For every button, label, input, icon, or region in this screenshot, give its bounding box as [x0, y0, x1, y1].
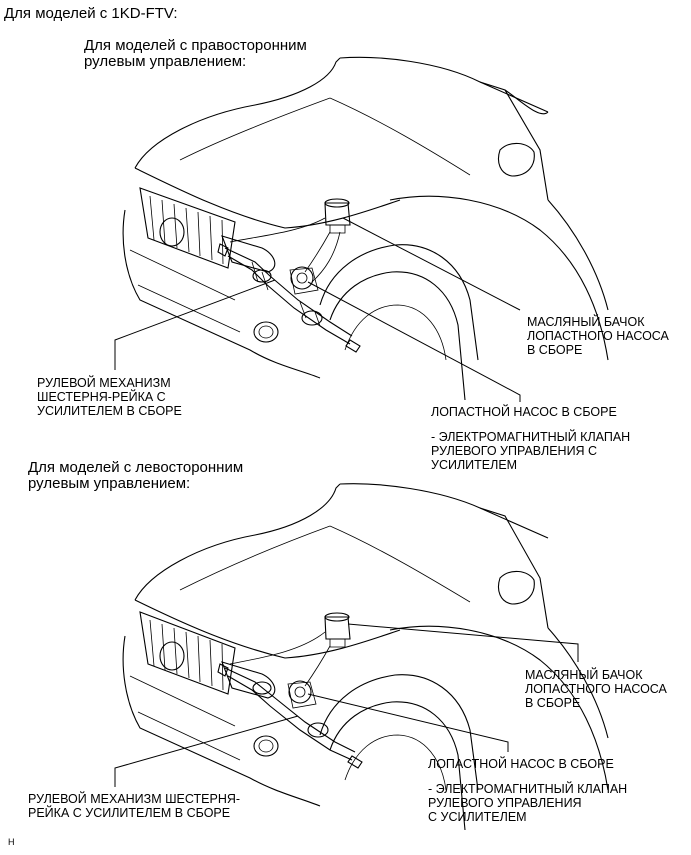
leader-pump-rhd: [307, 281, 521, 402]
leader-reservoir-rhd: [342, 217, 521, 311]
leader-steering-gear-lhd: [114, 715, 299, 787]
label-valve-lhd: - ЭЛЕКТРОМАГНИТНЫЙ КЛАПАН РУЛЕВОГО УПРАВ…: [428, 782, 628, 824]
label-steering-gear-rhd: РУЛЕВОЙ МЕХАНИЗМ ШЕСТЕРНЯ-РЕЙКА С УСИЛИТ…: [37, 376, 182, 418]
page-title: Для моделей с 1KD-FTV:: [4, 5, 178, 22]
leader-pump-lhd: [307, 693, 509, 752]
power-steering-parts-lhd: [217, 612, 363, 769]
label-steering-gear-lhd: РУЛЕВОЙ МЕХАНИЗМ ШЕСТЕРНЯ- РЕЙКА С УСИЛИ…: [28, 792, 241, 820]
figure-code: H: [8, 837, 15, 847]
leader-lines-lhd: [114, 623, 579, 787]
label-valve-rhd: - ЭЛЕКТРОМАГНИТНЫЙ КЛАПАН РУЛЕВОГО УПРАВ…: [431, 430, 631, 472]
label-reservoir-lhd: МАСЛЯНЫЙ БАЧОК ЛОПАСТНОГО НАСОСА В СБОРЕ: [525, 668, 667, 710]
power-steering-parts-rhd: [217, 198, 361, 353]
label-reservoir-rhd: МАСЛЯНЫЙ БАЧОК ЛОПАСТНОГО НАСОСА В СБОРЕ: [527, 315, 669, 357]
section-1-heading: Для моделей с правосторонним рулевым упр…: [84, 37, 307, 71]
label-pump-rhd: ЛОПАСТНОЙ НАСОС В СБОРЕ: [431, 405, 617, 419]
leader-steering-gear-rhd: [114, 279, 276, 370]
section-2-heading: Для моделей с левосторонним рулевым упра…: [28, 459, 244, 493]
leader-lines-rhd: [114, 217, 521, 402]
car-body-outline-lhd: [122, 483, 609, 831]
leader-reservoir-lhd: [347, 623, 579, 662]
label-pump-lhd: ЛОПАСТНОЙ НАСОС В СБОРЕ: [428, 757, 614, 771]
car-body-outline-rhd: [122, 56, 609, 401]
